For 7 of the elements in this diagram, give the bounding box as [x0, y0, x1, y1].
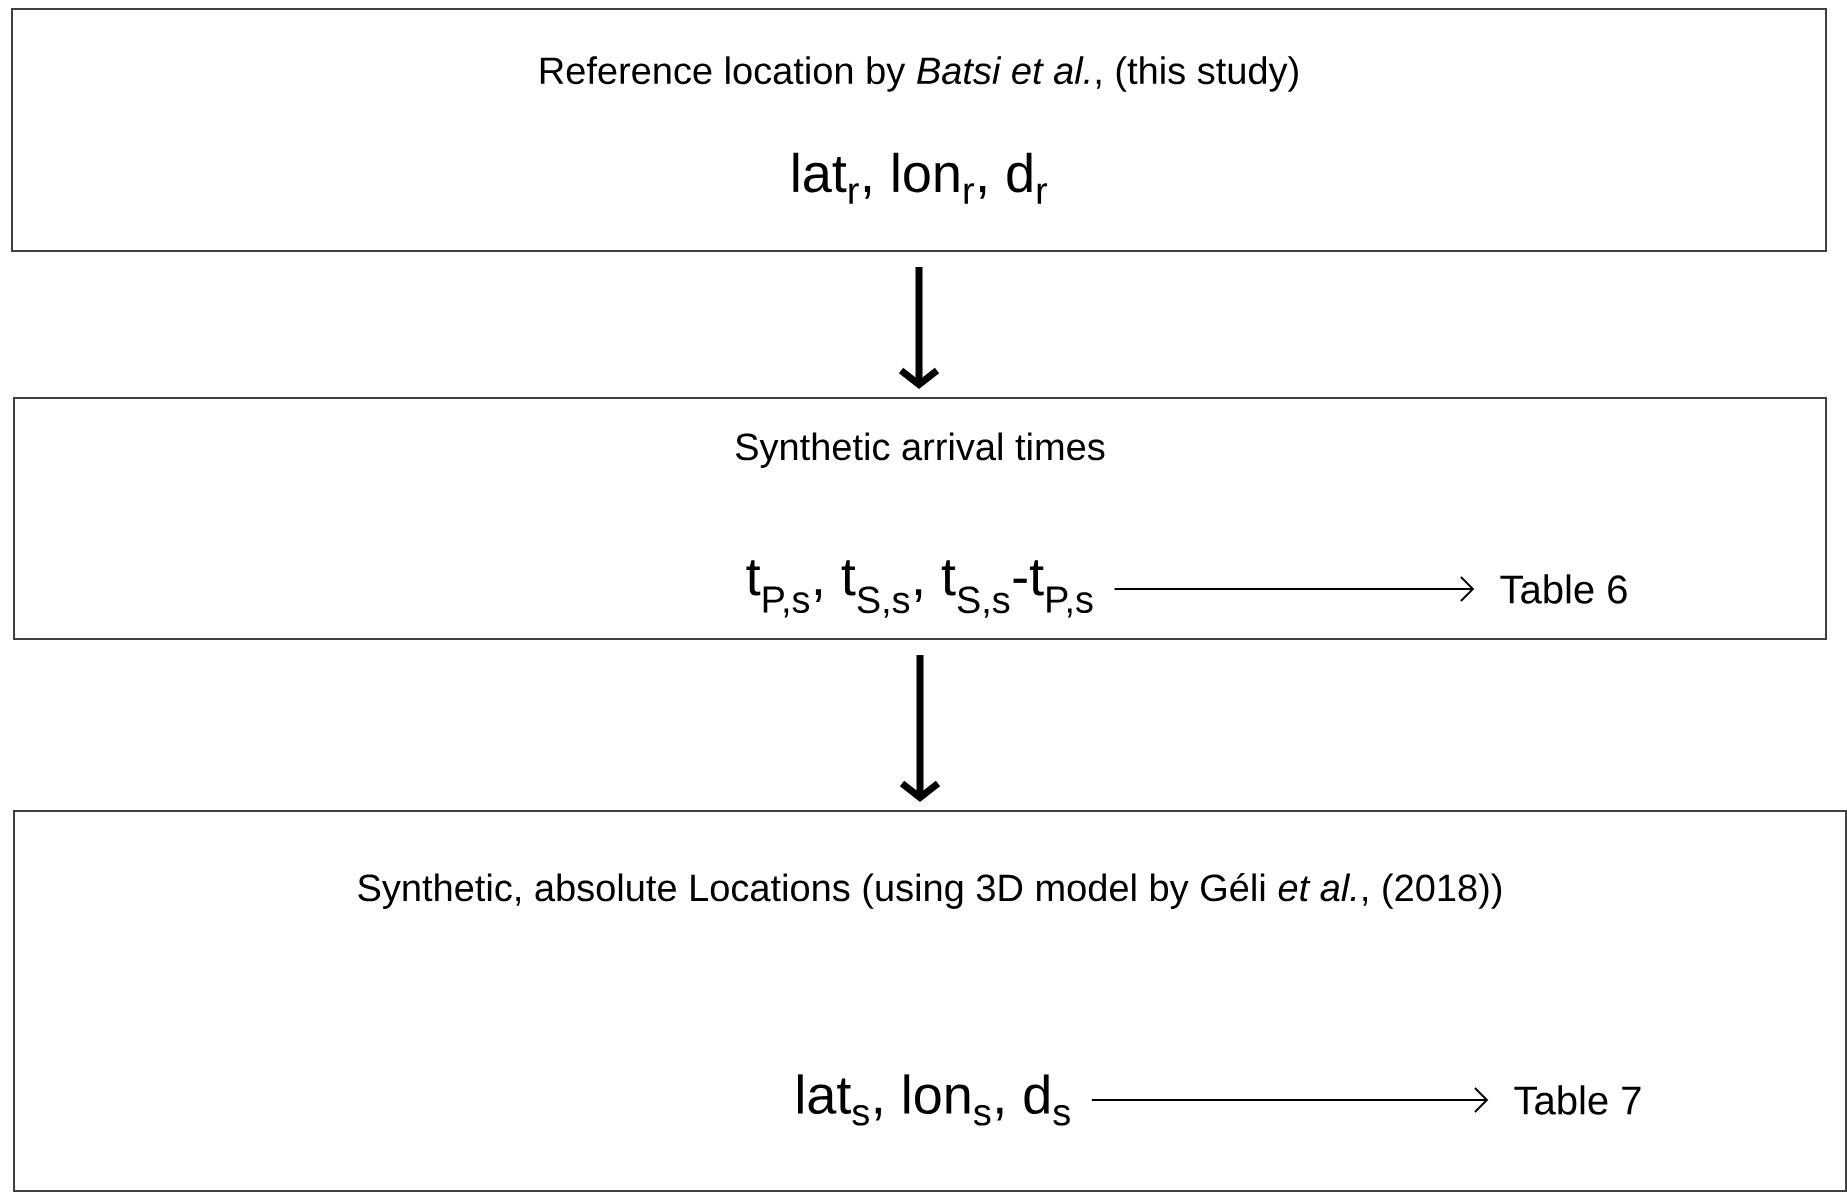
arrow [1090, 1087, 1489, 1113]
arrow [1113, 576, 1475, 602]
table-reference: Table 7 [1514, 1085, 1641, 1115]
formula-text: lat$_{s}$, lon$_{s}$, d$_{s}$ [798, 1074, 1070, 1126]
table-reference: Table 6 [1500, 574, 1627, 604]
formula-text: t$_{P,s}$, t$_{S,s}$, t$_{S,s}$-t$_{P,s}$ [746, 560, 1093, 618]
process-box: Reference location by Batsi et al., (this study) lat$_{r}$, lon$_{r}$, d$_{r}$ [11, 8, 1827, 252]
